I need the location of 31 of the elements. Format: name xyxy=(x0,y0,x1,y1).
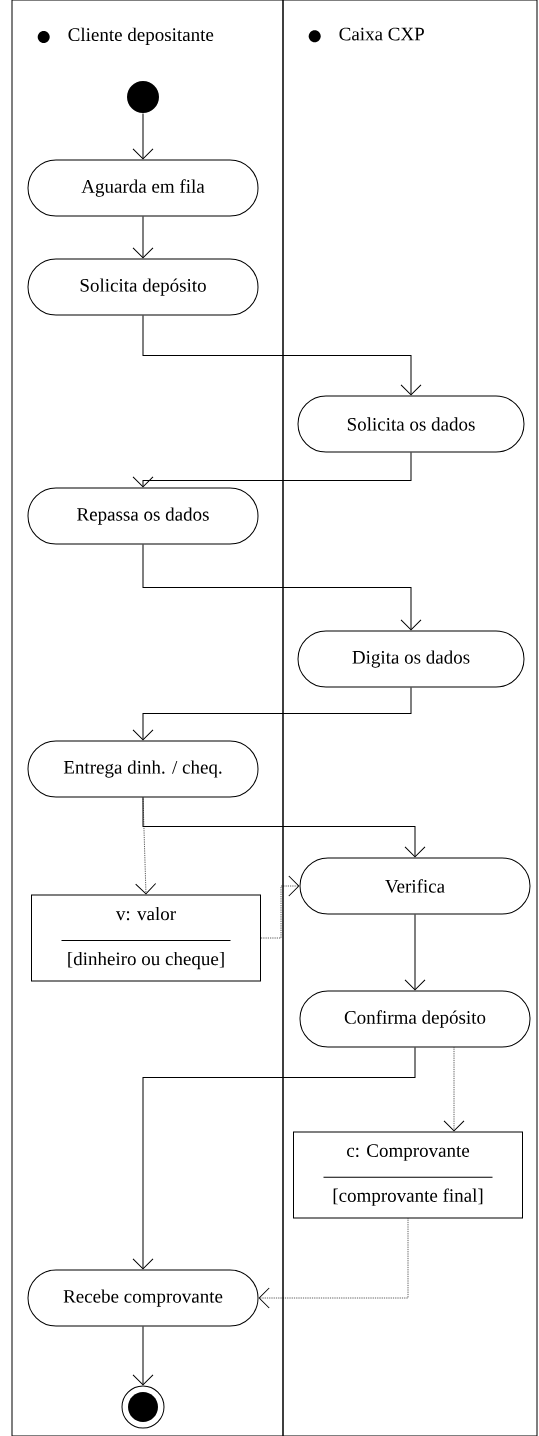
activity-box: Repassa os dados xyxy=(27,487,259,545)
activity-box: Recebe comprovante xyxy=(27,1269,259,1327)
object-flow-arrow xyxy=(260,875,300,939)
flow-arrow xyxy=(132,1047,416,1270)
activity-box: Entrega dinh. / cheq. xyxy=(27,740,259,798)
initial-state xyxy=(127,81,159,113)
flow-arrow xyxy=(142,544,422,631)
activity-box: Confirma depósito xyxy=(299,990,531,1048)
object-flow-arrow xyxy=(135,797,157,895)
flow-arrow xyxy=(404,914,426,991)
flow-arrow xyxy=(142,315,422,396)
swimlane xyxy=(11,0,284,1436)
object-box: v: valor [dinheiro ou cheque] xyxy=(31,894,261,982)
activity-box: Aguarda em fila xyxy=(27,159,259,217)
final-state xyxy=(121,1385,165,1429)
swimlane xyxy=(282,0,538,1436)
flow-arrow xyxy=(132,687,412,741)
activity-box: Solicita os dados xyxy=(297,395,525,453)
object-flow-arrow xyxy=(443,1047,465,1132)
flow-arrow xyxy=(132,452,412,488)
activity-box: Verifica xyxy=(299,857,531,915)
lane-heading: Cliente depositante xyxy=(37,27,214,45)
object-flow-arrow xyxy=(258,1218,409,1309)
flow-arrow xyxy=(132,216,154,259)
lane-heading: Caixa CXP xyxy=(308,27,424,43)
flow-arrow xyxy=(132,113,154,160)
object-box: c: Comprovante [comprovante final] xyxy=(293,1131,523,1219)
flow-arrow xyxy=(132,1326,154,1386)
activity-box: Digita os dados xyxy=(297,630,525,688)
flow-arrow xyxy=(142,797,426,858)
activity-box: Solicita depósito xyxy=(27,258,259,316)
